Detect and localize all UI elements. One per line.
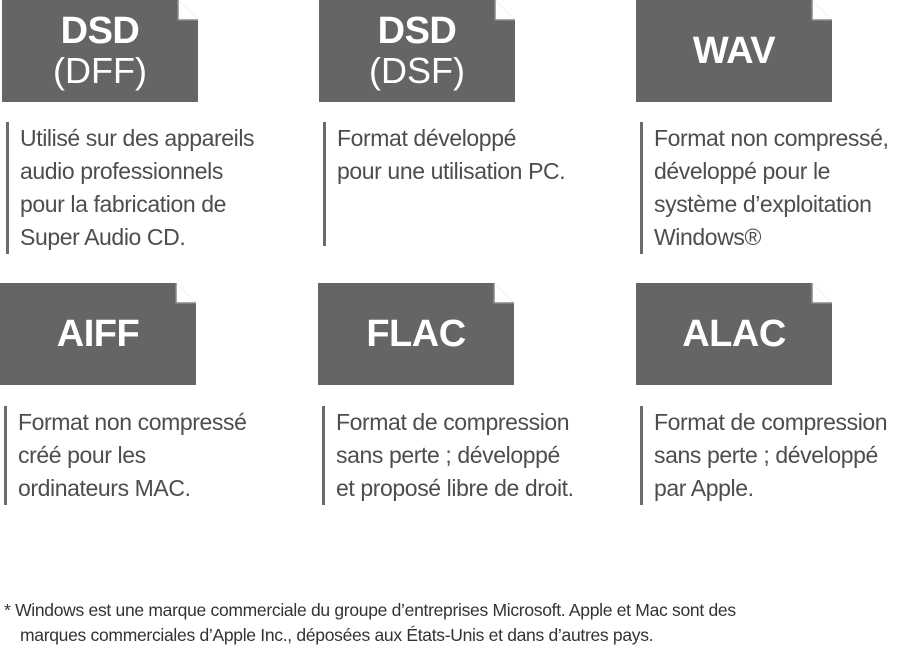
format-description: Format non compressé, développé pour le … — [640, 122, 889, 254]
format-card-dsd-dff: DSD(DFF) Utilisé sur des appareils audio… — [2, 0, 272, 254]
format-description: Utilisé sur des appareils audio professi… — [6, 122, 255, 254]
footnote-line-2: marques commerciales d’Apple Inc., dépos… — [20, 625, 654, 645]
format-card-aiff: AIFF Format non compressé créé pour les … — [0, 283, 270, 505]
format-description: Format développé pour une utilisation PC… — [323, 122, 566, 246]
format-name: ALAC — [682, 313, 786, 355]
format-card-alac: ALAC Format de compression sans perte ; … — [636, 283, 905, 505]
file-icon: DSD(DSF) — [319, 0, 515, 102]
format-subname: (DFF) — [53, 50, 147, 91]
format-subname: (DSF) — [369, 50, 465, 91]
format-description: Format non compressé créé pour les ordin… — [4, 406, 247, 505]
format-card-flac: FLAC Format de compression sans perte ; … — [318, 283, 588, 505]
footnote-line-1: * Windows est une marque commerciale du … — [4, 600, 736, 620]
format-card-dsd-dsf: DSD(DSF) Format développé pour une utili… — [319, 0, 589, 246]
format-name: DSD — [377, 10, 457, 52]
file-icon: WAV — [636, 0, 832, 102]
format-description: Format de compression sans perte ; dével… — [322, 406, 574, 505]
trademark-footnote: * Windows est une marque commerciale du … — [4, 598, 736, 648]
file-icon: AIFF — [0, 283, 196, 385]
file-icon: DSD(DFF) — [2, 0, 198, 102]
format-card-wav: WAV Format non compressé, développé pour… — [636, 0, 905, 254]
format-name: DSD — [60, 10, 140, 52]
format-name: WAV — [692, 30, 776, 72]
format-name: AIFF — [56, 313, 140, 355]
format-name: FLAC — [366, 313, 466, 355]
file-icon: FLAC — [318, 283, 514, 385]
file-icon: ALAC — [636, 283, 832, 385]
format-description: Format de compression sans perte ; dével… — [640, 406, 888, 505]
